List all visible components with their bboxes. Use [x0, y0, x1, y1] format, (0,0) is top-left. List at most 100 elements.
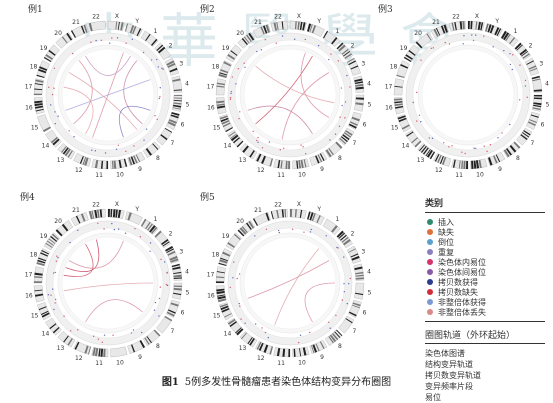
chromosome-band — [132, 26, 137, 35]
chromosome-band — [480, 22, 484, 31]
chromosome-band — [227, 242, 235, 248]
variant-mark — [53, 67, 56, 69]
chromosome-band — [172, 78, 181, 82]
variant-mark — [108, 42, 111, 44]
chromosome-label: 16 — [207, 104, 215, 111]
variant-mark — [230, 90, 233, 93]
legend-swatch — [427, 219, 433, 225]
chromosome-band — [354, 81, 363, 85]
chromosome-band — [325, 149, 332, 158]
chromosome-band — [233, 137, 240, 144]
chromosome-label: 13 — [239, 157, 247, 164]
chromosome-band — [112, 209, 116, 218]
chromosome-band — [493, 155, 498, 164]
chromosome-label: 13 — [417, 157, 425, 164]
chromosome-ideogram — [524, 57, 539, 76]
chromosome-band — [167, 62, 176, 68]
variant-mark — [346, 302, 348, 305]
variant-mark — [304, 153, 307, 155]
chromosome-band — [173, 271, 182, 275]
chromosome-band — [277, 160, 281, 169]
chromosome-band — [220, 305, 229, 311]
legend-swatch — [427, 259, 433, 265]
translocation-link — [255, 55, 313, 125]
chromosome-band — [338, 44, 346, 52]
chromosome-label: 1 — [154, 28, 158, 35]
chromosome-label: 2 — [351, 43, 355, 50]
variant-mark — [432, 47, 434, 49]
variant-mark — [115, 148, 118, 150]
variant-mark — [103, 334, 106, 336]
chromosome-ideogram — [219, 114, 234, 133]
variant-mark — [48, 86, 50, 88]
variant-mark — [154, 301, 157, 304]
variant-mark — [317, 44, 320, 47]
chromosome-ideogram — [164, 245, 179, 264]
chromosome-label: 3 — [361, 60, 365, 67]
variant-mark — [420, 59, 422, 61]
chromosome-band — [532, 107, 541, 111]
translocation-link — [68, 240, 124, 269]
chromosome-band — [521, 51, 529, 57]
legend-item-label: 拷贝数缺失 — [438, 287, 478, 297]
chromosome-band — [55, 229, 63, 237]
chromosome-band — [433, 28, 439, 37]
chromosome-band — [296, 160, 299, 169]
chromosome-band — [222, 251, 231, 257]
chromosome-band — [529, 67, 538, 72]
chromosome-ideogram — [219, 302, 234, 321]
track-item: 结构变异轨道 — [425, 360, 473, 369]
chromosome-label: 9 — [320, 354, 324, 361]
chromosome-band — [442, 156, 447, 165]
chromosome-label: 11 — [455, 172, 463, 179]
chromosome-band — [533, 104, 542, 108]
variant-mark — [415, 91, 418, 94]
variant-mark — [159, 96, 161, 98]
variant-mark — [448, 146, 450, 148]
chromosome-band — [302, 22, 306, 31]
chromosome-band — [443, 24, 448, 33]
chromosome-label: 13 — [57, 157, 65, 164]
chromosome-band — [166, 60, 175, 66]
chromosome-label: 21 — [254, 207, 262, 214]
chromosome-band — [172, 107, 181, 110]
variant-mark — [464, 152, 466, 155]
chromosome-band — [34, 293, 44, 297]
chromosome-band — [343, 132, 352, 138]
legend-item-label: 染色体间易位 — [438, 267, 486, 277]
chromosome-band — [172, 266, 181, 270]
chromosome-band — [99, 209, 103, 218]
variant-mark — [240, 318, 242, 320]
chromosome-band — [336, 230, 344, 238]
variant-mark — [483, 35, 485, 37]
variant-mark — [330, 53, 332, 55]
chromosome-label: X — [297, 201, 301, 208]
translocation-link — [73, 60, 93, 125]
chromosome-label: 11 — [95, 360, 103, 367]
chromosome-label: 7 — [170, 328, 174, 335]
chromosome-band — [80, 213, 86, 222]
chromosome-label: 16 — [25, 292, 33, 299]
variant-mark — [254, 323, 257, 325]
chromosome-band — [533, 102, 542, 106]
chromosome-band — [350, 65, 359, 70]
chromosome-label: 15 — [391, 125, 399, 132]
chromosome-band — [34, 281, 43, 283]
chromosome-band — [173, 99, 182, 102]
chromosome-band — [341, 48, 349, 55]
chromosome-band — [152, 143, 159, 150]
chromosome-band — [273, 22, 278, 31]
chromosome-band — [34, 105, 44, 109]
variant-mark — [256, 139, 258, 142]
variant-mark — [244, 322, 246, 324]
chromosome-band — [161, 239, 169, 245]
chromosome-ideogram — [396, 60, 410, 79]
variant-mark — [111, 37, 113, 39]
chromosome-label: 10 — [298, 172, 306, 179]
variant-mark — [103, 228, 105, 230]
translocation-link — [274, 248, 320, 326]
chromosome-band — [229, 321, 237, 327]
chromosome-label: 6 — [541, 122, 545, 129]
chromosome-band — [434, 154, 440, 162]
